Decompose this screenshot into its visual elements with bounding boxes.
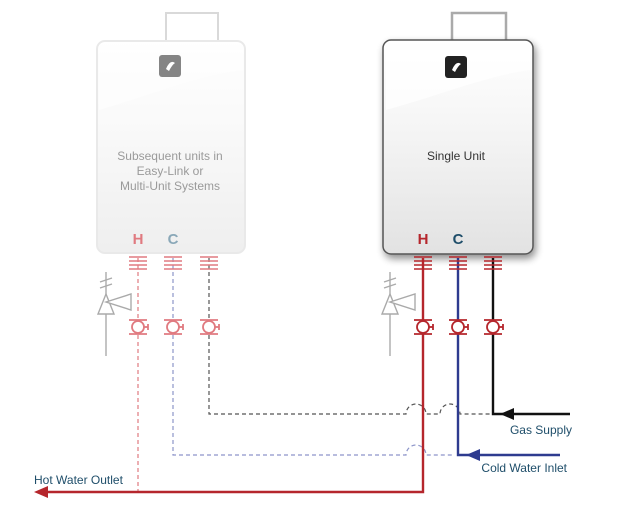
single-cold-letter: C xyxy=(453,231,464,248)
single-unit-label: Single Unit xyxy=(427,149,486,163)
isolation-valve-icon xyxy=(413,319,434,335)
pressure-relief-valve-icon xyxy=(96,272,132,356)
arrow-icon xyxy=(500,408,514,420)
isolation-valve-icon xyxy=(128,319,149,335)
subsequent-gas-pipe xyxy=(208,258,492,415)
gas-pipe xyxy=(491,258,570,416)
single-unit-bracket xyxy=(450,11,508,45)
pressure-relief-valve-icon xyxy=(380,272,416,356)
subsequent-unit-label-line-3: Multi-Unit Systems xyxy=(120,179,220,193)
isolation-valve-icon xyxy=(448,319,469,335)
brand-logo-icon xyxy=(159,55,181,77)
subsequent-cold-pipe xyxy=(172,258,452,456)
hot-water-outlet-label: Hot Water Outlet xyxy=(34,473,124,487)
isolation-valve-icon xyxy=(163,319,184,335)
arrow-icon xyxy=(466,449,480,461)
isolation-valve-icon xyxy=(483,319,504,335)
subsequent-unit-bracket xyxy=(165,12,219,44)
cold-water-inlet-label: Cold Water Inlet xyxy=(481,461,567,475)
brand-logo-icon xyxy=(445,56,467,78)
isolation-valve-icon xyxy=(199,319,220,335)
single-unit xyxy=(382,11,534,255)
hot-water-pipe xyxy=(46,258,425,494)
subsequent-cold-letter: C xyxy=(168,231,179,248)
gas-supply-label: Gas Supply xyxy=(510,423,572,437)
subsequent-hot-letter: H xyxy=(133,231,144,248)
subsequent-unit xyxy=(96,12,246,254)
single-hot-letter: H xyxy=(418,231,429,248)
subsequent-unit-label-line-1: Subsequent units in xyxy=(117,149,222,163)
subsequent-unit-body xyxy=(96,40,246,254)
subsequent-unit-label-line-2: Easy-Link or xyxy=(137,164,204,178)
arrow-icon xyxy=(34,486,48,498)
